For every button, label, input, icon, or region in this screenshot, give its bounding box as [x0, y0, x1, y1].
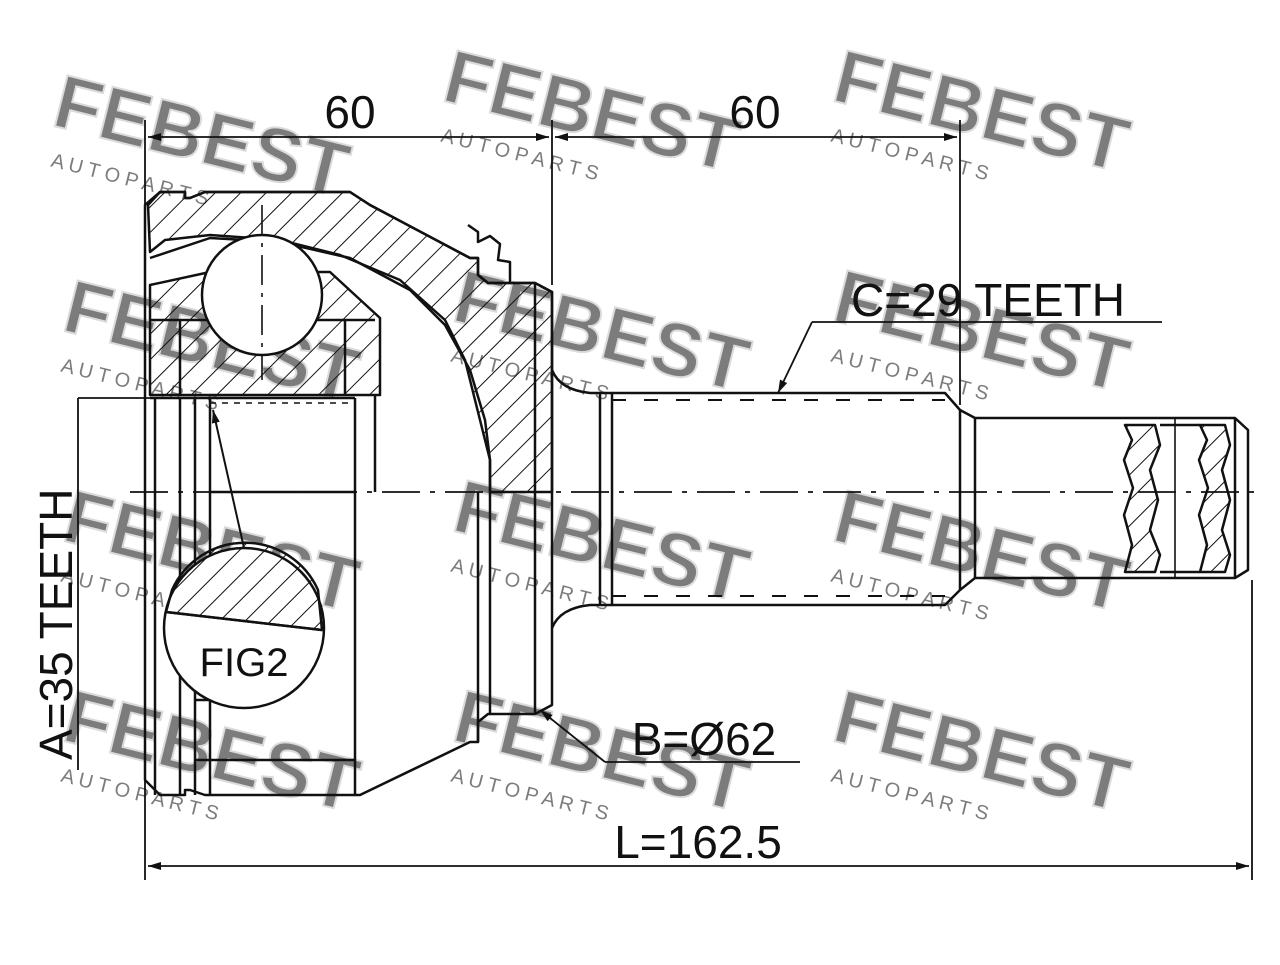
thread-section-hatch: [1122, 423, 1162, 574]
fig2-leader: [211, 409, 245, 549]
watermark-logo: FEBEST A U T O P A R T S: [825, 473, 1138, 630]
housing-section-hatch: [146, 190, 554, 494]
threaded-stub: [959, 408, 1250, 591]
watermark-layer: FEBEST A U T O P A R T S FEBEST A U T O …: [45, 33, 1138, 830]
fig2-label: FIG2: [200, 641, 289, 685]
watermark-logo: FEBEST A U T O P A R T S: [55, 673, 368, 830]
watermark-logo: FEBEST A U T O P A R T S: [825, 673, 1138, 830]
leader-b: [539, 709, 606, 763]
watermark-logo: FEBEST A U T O P A R T S: [435, 33, 748, 190]
thread-section-hatch: [1197, 423, 1232, 574]
dimension-top-left: 60: [324, 86, 375, 138]
spline-c-label: C=29 TEETH: [851, 274, 1125, 326]
fig2-detail-hatch: [164, 541, 324, 632]
abs-tooth-detail: [467, 223, 512, 283]
shaft-neck: [550, 369, 614, 629]
dimension-layer: [77, 120, 1253, 880]
total-length-label: L=162.5: [614, 816, 782, 868]
diameter-b-label: B=Ø62: [632, 713, 777, 765]
label-layer: 60 60 C=29 TEETH A=35 TEETH B=Ø62 L=162.…: [30, 86, 1125, 868]
leader-c: [777, 321, 813, 394]
shaft-spline-section: [612, 391, 962, 607]
cv-joint-part: [143, 190, 1250, 797]
fig2-detail-line: [165, 610, 323, 632]
watermark-logo: FEBEST A U T O P A R T S: [825, 33, 1138, 190]
spline-a-label: A=35 TEETH: [30, 489, 82, 760]
dimension-top-right: 60: [729, 86, 780, 138]
